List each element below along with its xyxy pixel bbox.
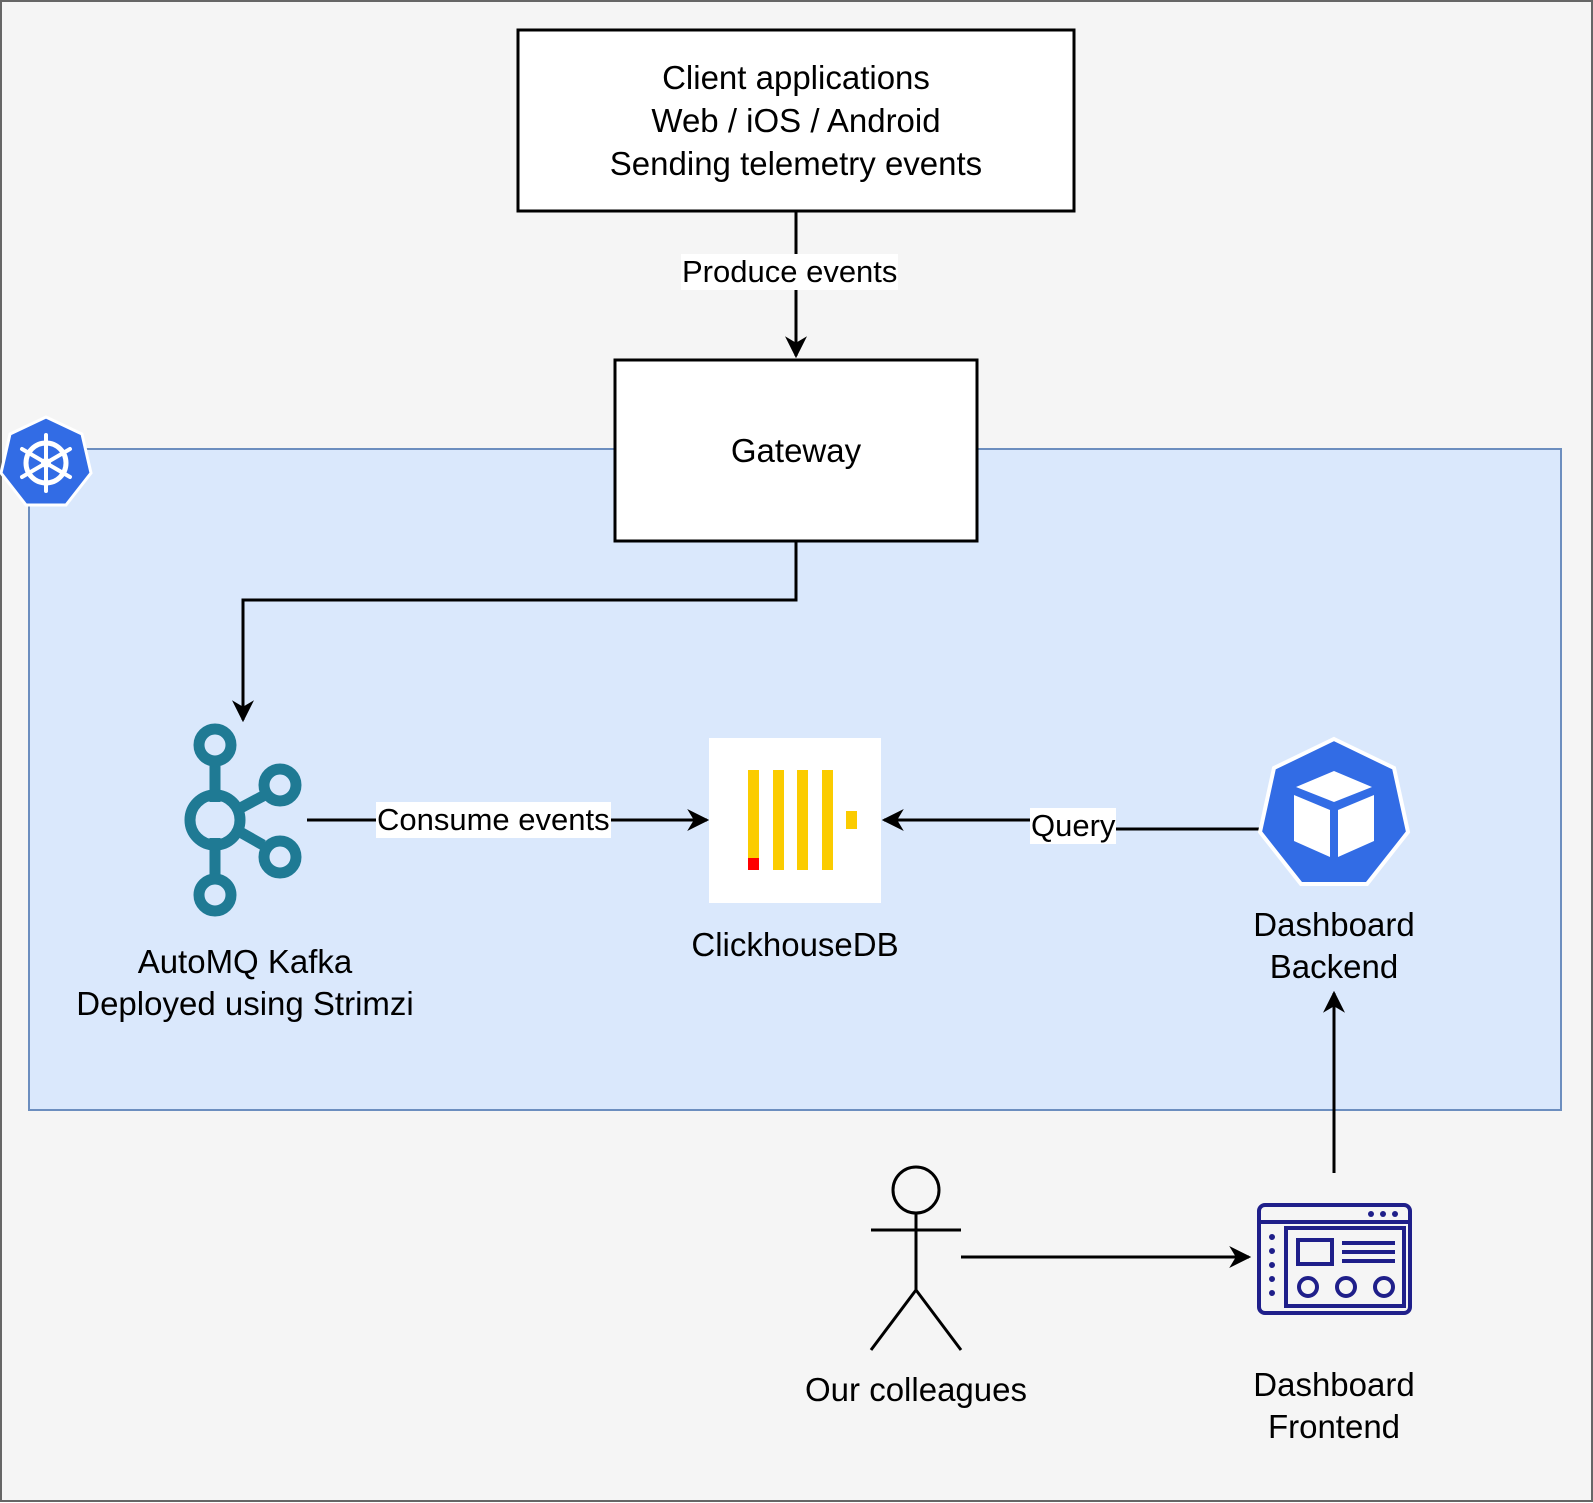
client-applications-label: Client applications Web / iOS / Android … — [518, 56, 1074, 185]
client-line-3: Sending telemetry events — [609, 145, 983, 182]
query-label: Query — [1030, 808, 1117, 844]
kubernetes-icon — [0, 415, 93, 507]
gateway-box — [613, 358, 979, 543]
colleagues-label: Our colleagues — [805, 1371, 1027, 1408]
client-line-2: Web / iOS / Android — [651, 102, 941, 139]
kafka-line-2: Deployed using Strimzi — [76, 985, 414, 1022]
dashboard-frontend-label: Dashboard Frontend — [1184, 1364, 1484, 1448]
dashboard-window-icon — [1257, 1203, 1412, 1315]
clickhouse-label: ClickhouseDB — [691, 926, 899, 963]
kafka-label: AutoMQ Kafka Deployed using Strimzi — [40, 941, 450, 1025]
clickhouse-icon — [709, 738, 881, 903]
client-applications-box — [516, 28, 1076, 213]
kafka-line-1: AutoMQ Kafka — [137, 943, 353, 980]
produce-events-label: Produce events — [681, 254, 899, 290]
backend-line-1: Dashboard — [1253, 906, 1415, 943]
backend-line-2: Backend — [1269, 948, 1399, 985]
kafka-icon — [184, 723, 302, 917]
kubernetes-pod-icon — [1257, 736, 1411, 886]
stick-figure-icon — [869, 1165, 963, 1351]
gateway-label: Gateway — [730, 432, 862, 469]
frontend-line-2: Frontend — [1267, 1408, 1401, 1445]
client-line-1: Client applications — [662, 59, 930, 96]
edge-gateway-to-kafka — [232, 541, 798, 723]
frontend-line-1: Dashboard — [1253, 1366, 1415, 1403]
consume-events-label: Consume events — [376, 802, 611, 838]
dashboard-backend-label: Dashboard Backend — [1184, 904, 1484, 988]
